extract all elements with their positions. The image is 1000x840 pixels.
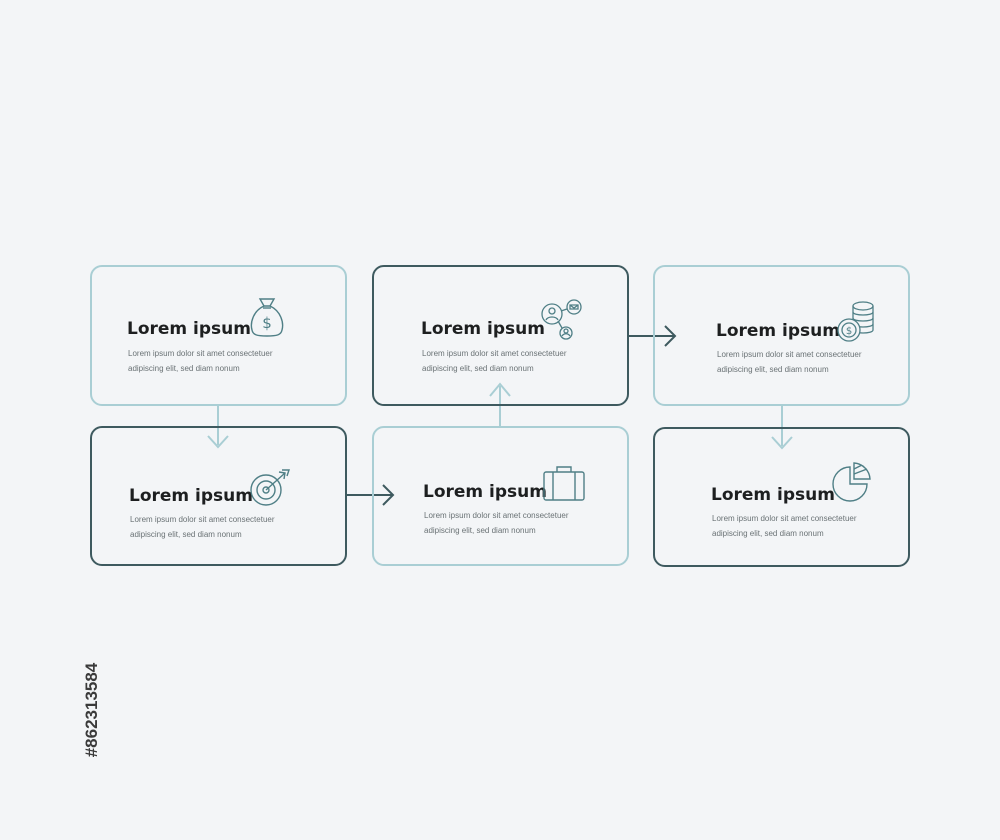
stock-id-label: #862313584 bbox=[82, 662, 101, 758]
card-body: Lorem ipsum dolor sit amet consectetuer … bbox=[422, 349, 567, 373]
money-bag-icon: $ bbox=[250, 298, 284, 337]
arrow-right-1 bbox=[346, 484, 395, 506]
card-body: Lorem ipsum dolor sit amet consectetuer … bbox=[712, 514, 857, 538]
pie-chart-icon bbox=[832, 462, 871, 502]
card-title: Lorem ipsum bbox=[127, 319, 251, 339]
arrow-down-2 bbox=[771, 405, 793, 450]
card-title: Lorem ipsum bbox=[711, 485, 835, 505]
step-card-3: Lorem ipsum Lorem ipsum dolor sit amet c… bbox=[372, 426, 629, 566]
card-body: Lorem ipsum dolor sit amet consectetuer … bbox=[130, 515, 275, 539]
step-card-6: Lorem ipsum Lorem ipsum dolor sit amet c… bbox=[653, 427, 910, 567]
step-card-2: Lorem ipsum Lorem ipsum dolor sit amet c… bbox=[90, 426, 347, 566]
card-body: Lorem ipsum dolor sit amet consectetuer … bbox=[128, 349, 273, 373]
step-card-4: Lorem ipsum Lorem ipsum dolor sit amet c… bbox=[372, 265, 629, 406]
step-card-1: Lorem ipsum Lorem ipsum dolor sit amet c… bbox=[90, 265, 347, 406]
arrow-right-2 bbox=[628, 325, 677, 347]
coins-stack-icon: $ bbox=[837, 301, 874, 342]
card-title: Lorem ipsum bbox=[421, 319, 545, 339]
step-card-5: Lorem ipsum Lorem ipsum dolor sit amet c… bbox=[653, 265, 910, 406]
arrow-up-1 bbox=[489, 382, 511, 426]
card-title: Lorem ipsum bbox=[423, 482, 547, 502]
card-body: Lorem ipsum dolor sit amet consectetuer … bbox=[717, 350, 862, 374]
target-icon bbox=[250, 469, 290, 506]
arrow-down-1 bbox=[207, 405, 229, 449]
svg-text:$: $ bbox=[262, 314, 272, 332]
briefcase-icon bbox=[543, 466, 585, 501]
svg-text:$: $ bbox=[846, 326, 852, 337]
network-people-icon bbox=[541, 299, 582, 340]
card-body: Lorem ipsum dolor sit amet consectetuer … bbox=[424, 511, 569, 535]
card-title: Lorem ipsum bbox=[716, 321, 840, 341]
card-title: Lorem ipsum bbox=[129, 486, 253, 506]
